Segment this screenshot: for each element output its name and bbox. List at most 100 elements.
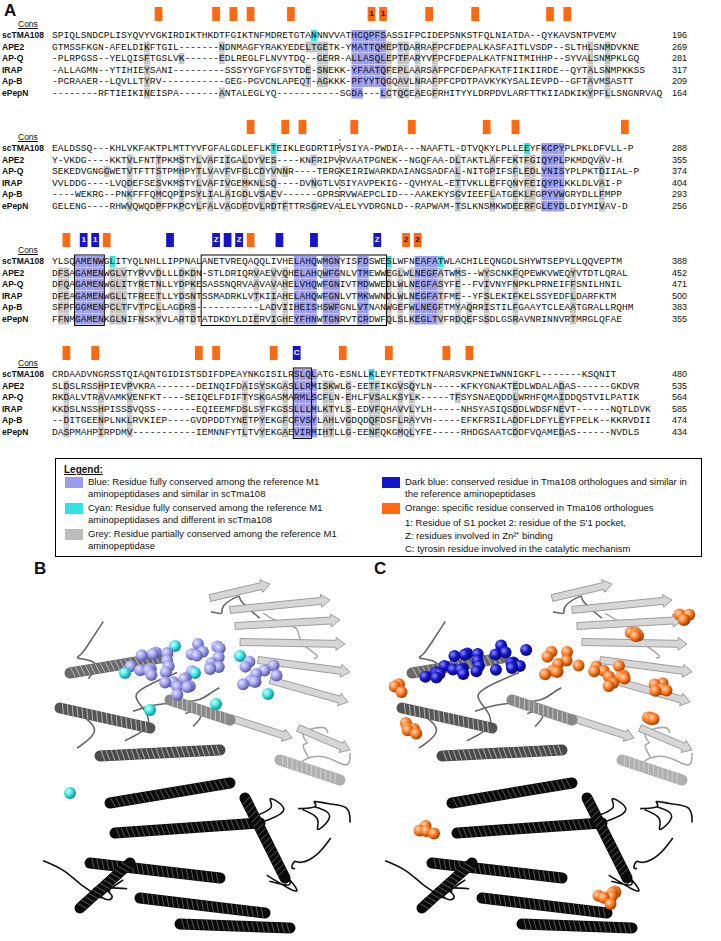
sequence-row: CRDAADVNGRSSTQIAQNTGIDISTSDIFDPEAYNKGISI… xyxy=(52,369,616,381)
helix-turn xyxy=(262,922,265,932)
helix-turn xyxy=(110,661,115,670)
helix xyxy=(587,798,627,878)
helix-turn xyxy=(181,747,185,757)
sequence-name: ePepN xyxy=(2,88,28,100)
site-marker xyxy=(63,346,71,360)
site-marker xyxy=(414,233,422,247)
helix-turn xyxy=(569,921,572,931)
helix-turn xyxy=(216,873,218,883)
site-marker xyxy=(287,7,295,21)
helix-turn xyxy=(166,824,170,834)
helix-turn xyxy=(433,710,435,720)
helix-turn xyxy=(260,833,268,840)
helix-turn xyxy=(194,784,199,793)
helix-turn xyxy=(643,762,644,772)
helix-turn xyxy=(420,903,429,908)
helix-turn xyxy=(634,759,635,769)
helix-turn xyxy=(171,824,175,834)
residue-number: 500 xyxy=(672,291,687,303)
site-marker xyxy=(155,7,163,21)
helix-turn xyxy=(504,866,506,876)
sequence-row: EALDSSQ---KHLVKFAKTPLMTTYVFGFALGDLEFLKTE… xyxy=(52,143,633,155)
helix-turn xyxy=(77,707,79,717)
site-marker xyxy=(293,346,301,360)
sequence-name: AP-Q xyxy=(2,279,23,291)
helix-turn xyxy=(533,702,534,712)
residue-sphere xyxy=(239,661,251,673)
helix-turn xyxy=(448,751,452,761)
helix-turn xyxy=(588,819,592,829)
helix-turn xyxy=(224,779,229,788)
helix-turn xyxy=(131,827,135,837)
helix-turn xyxy=(463,716,465,726)
helix-turn xyxy=(141,749,145,759)
helix-turn xyxy=(96,887,105,892)
helix-turn xyxy=(583,905,585,915)
helix-turn xyxy=(558,821,562,831)
beta-strand xyxy=(235,614,340,629)
helix-turn xyxy=(282,923,285,933)
helix-turn xyxy=(187,899,189,909)
helix-turn xyxy=(231,820,235,830)
helix-turn xyxy=(252,815,260,822)
helix-turn xyxy=(464,863,473,868)
helix-turn xyxy=(556,781,561,790)
helix-turn xyxy=(125,718,127,728)
coil-loop xyxy=(640,801,692,822)
residue-number: 388 xyxy=(672,256,687,268)
residue-sphere xyxy=(457,668,469,680)
helix-turn xyxy=(531,785,536,794)
helix-turn xyxy=(472,795,477,804)
helix-turn xyxy=(272,855,280,862)
helix-turn xyxy=(604,922,607,932)
helix-turn xyxy=(564,921,567,931)
helix-turn xyxy=(541,783,546,792)
helix-turn xyxy=(494,894,496,904)
helix-turn xyxy=(554,920,557,930)
residue-sphere xyxy=(588,665,600,677)
helix-turn xyxy=(166,867,168,877)
helix-turn xyxy=(449,860,451,870)
helix-turn xyxy=(588,906,590,916)
helix-turn xyxy=(458,715,460,725)
helix-turn xyxy=(467,718,469,728)
site-marker xyxy=(339,346,347,360)
site-marker xyxy=(247,233,255,247)
helix-turn xyxy=(553,745,557,755)
helix-turn xyxy=(247,806,255,813)
helix-turn xyxy=(583,819,587,829)
helix-turn xyxy=(453,714,455,724)
residue-number: 256 xyxy=(672,201,687,213)
helix-turn xyxy=(584,921,587,931)
helix-turn xyxy=(454,860,456,870)
helix-turn xyxy=(518,824,522,834)
helix-turn xyxy=(189,785,194,794)
residue-number: 383 xyxy=(672,302,687,314)
beta-strand xyxy=(229,715,292,742)
helix-turn xyxy=(232,921,235,931)
legend-swatch xyxy=(65,529,83,540)
helix-turn xyxy=(446,880,455,885)
site-marker-label: 2 xyxy=(402,233,410,247)
helix-turn xyxy=(222,921,225,931)
helix-turn xyxy=(217,920,220,930)
sequence-name: scTMA108 xyxy=(2,256,44,268)
residue-sphere xyxy=(500,646,512,658)
residue-sphere xyxy=(119,667,131,679)
helix-turn xyxy=(167,896,169,906)
helix-turn xyxy=(157,895,159,905)
helix-turn xyxy=(161,748,165,758)
helix xyxy=(522,924,632,928)
helix-turn xyxy=(482,793,487,802)
helix-turn xyxy=(438,711,440,721)
helix-turn xyxy=(120,796,125,805)
sequence-name: APE2 xyxy=(2,155,24,167)
residue-sphere xyxy=(619,672,631,684)
residue-sphere xyxy=(572,660,584,672)
helix-turn xyxy=(196,746,200,756)
helix-turn xyxy=(116,828,120,838)
helix-turn xyxy=(598,907,600,917)
helix-turn xyxy=(205,707,206,717)
helix-turn xyxy=(89,893,98,898)
